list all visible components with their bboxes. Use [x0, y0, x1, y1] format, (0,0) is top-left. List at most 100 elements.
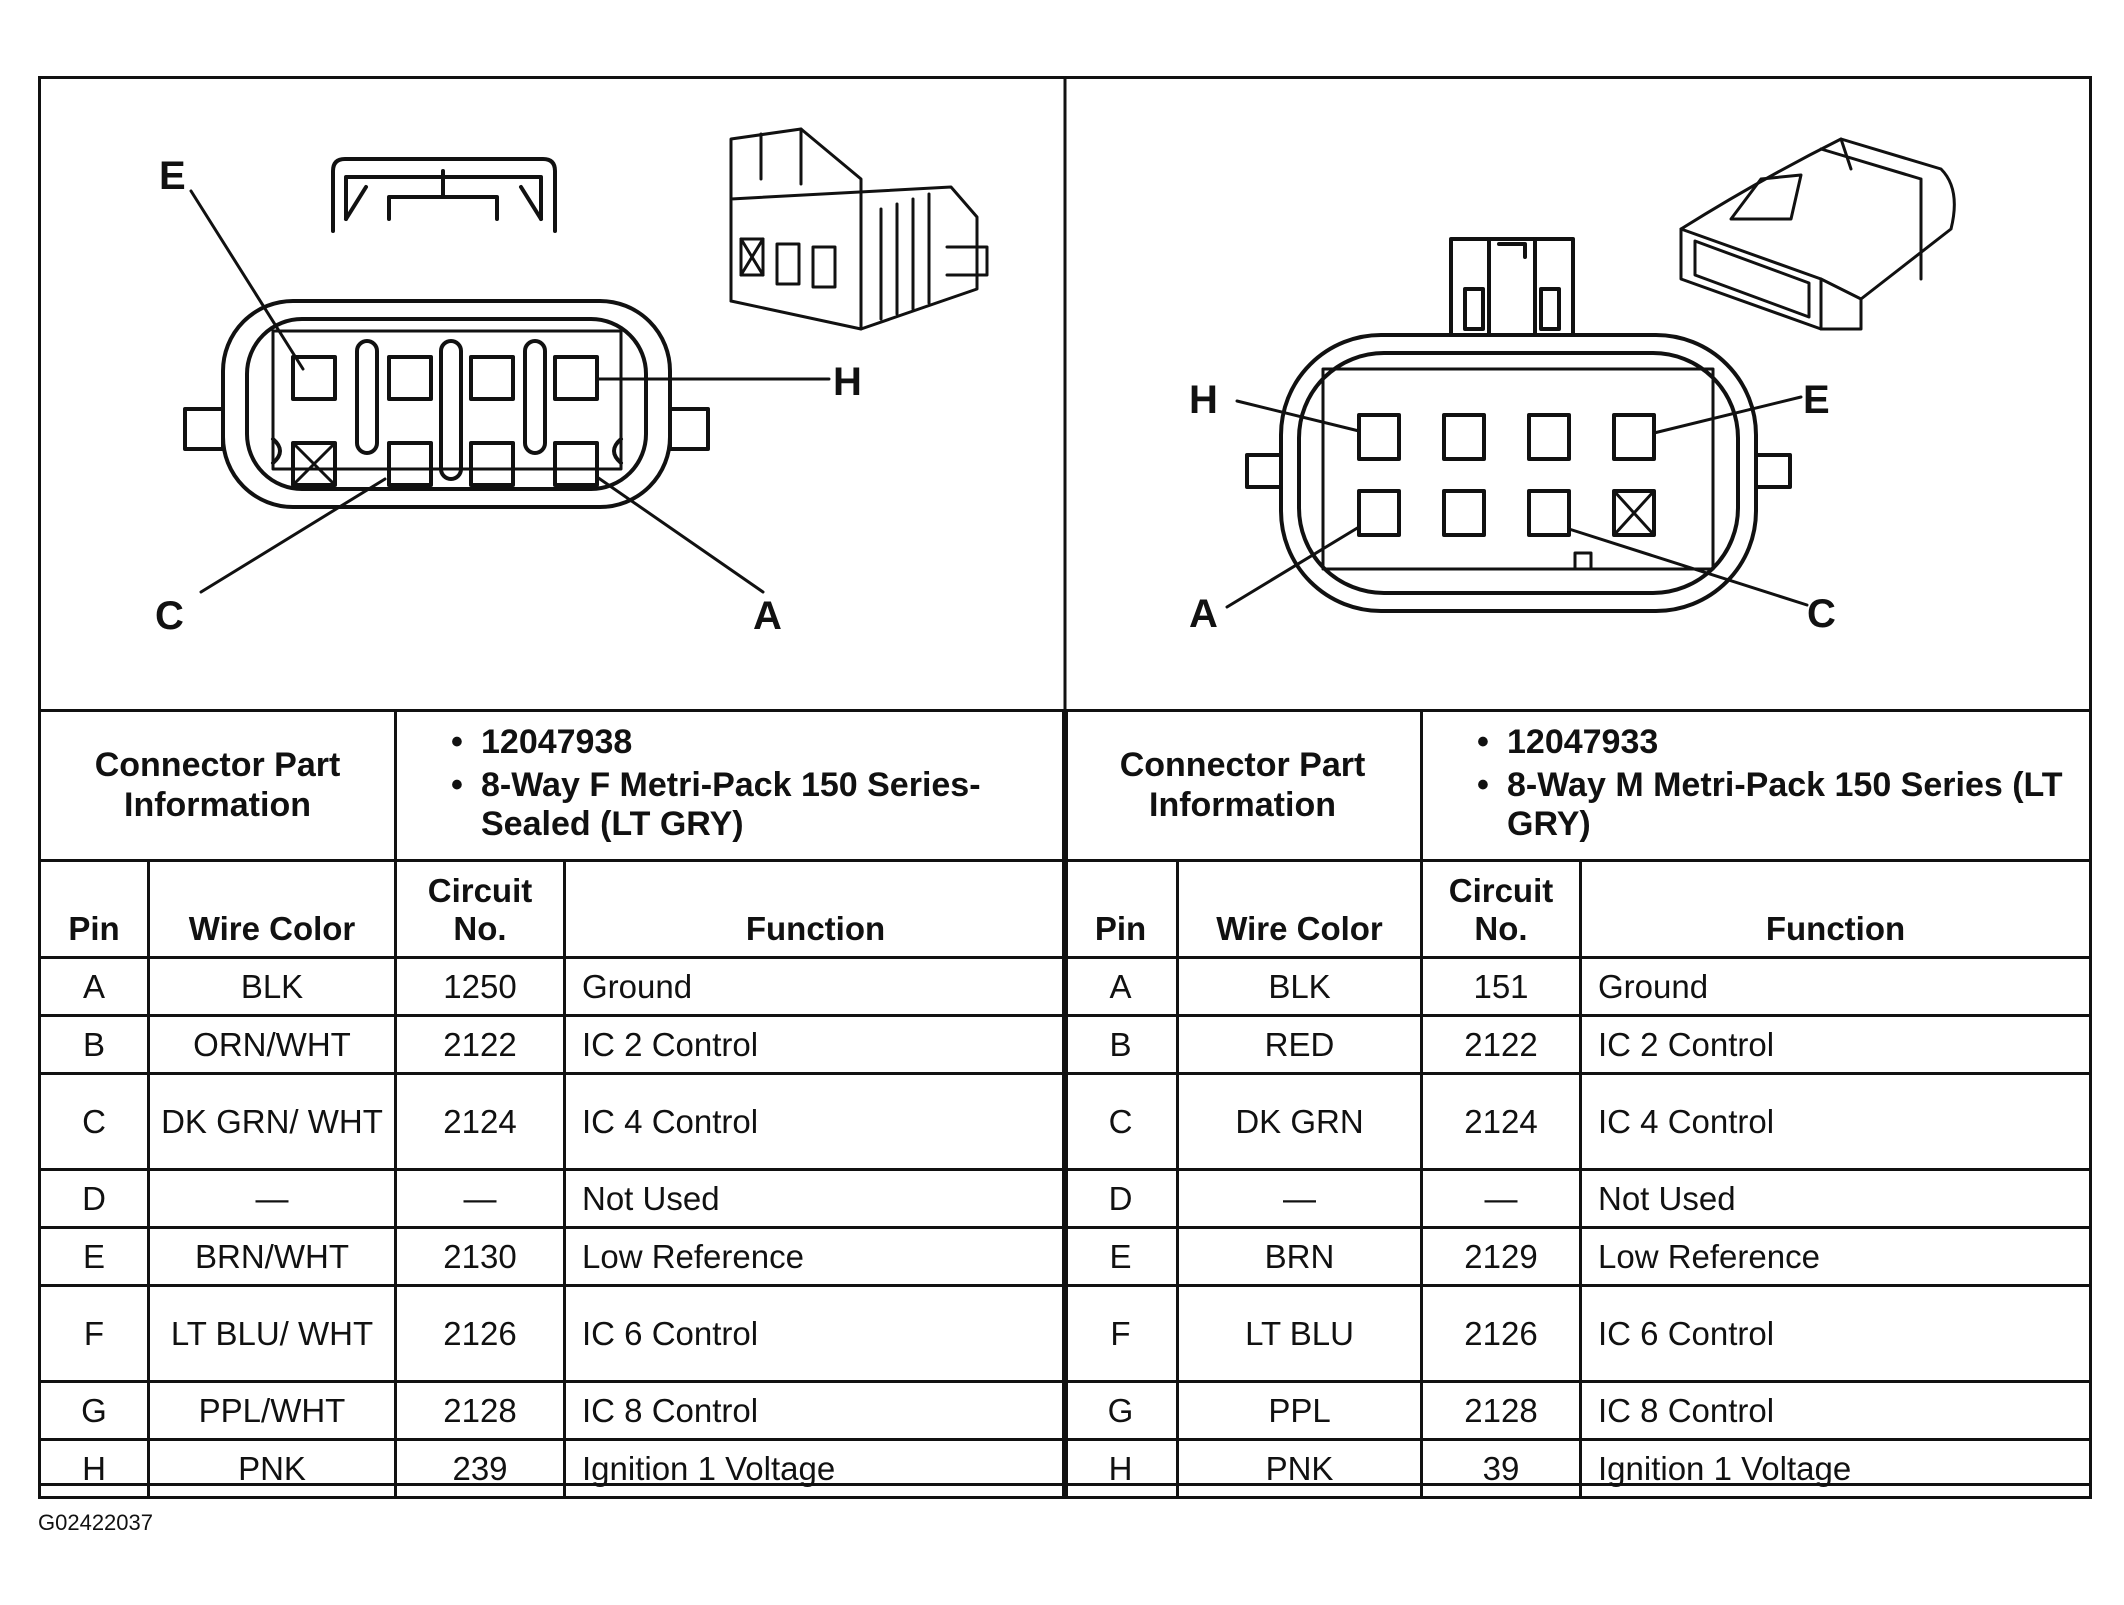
circuit-cell: 1250 — [394, 956, 566, 1017]
table-row: A BLK 151 Ground — [1062, 956, 2093, 1017]
part-info-label: Connector Part Information — [1062, 709, 1423, 862]
circuit-cell: 2126 — [1420, 1284, 1582, 1383]
male-connector-table: Connector Part Information 12047933 8-Wa… — [1062, 709, 2093, 1499]
pin-cell: A — [38, 956, 150, 1017]
pin-cell: H — [38, 1438, 150, 1499]
part-number: 12047933 — [1477, 723, 2079, 762]
function-cell: Not Used — [563, 1168, 1068, 1229]
table-row: C DK GRN 2124 IC 4 Control — [1062, 1072, 2093, 1171]
function-cell: IC 2 Control — [1578, 1014, 2093, 1075]
circuit-cell: 2122 — [1420, 1014, 1582, 1075]
function-cell: Ignition 1 Voltage — [1578, 1438, 2093, 1499]
wire-cell: RED — [1176, 1014, 1423, 1075]
female-connector-icon — [729, 127, 989, 331]
col-function: Function — [563, 859, 1068, 959]
function-cell: Ground — [1578, 956, 2093, 1017]
wire-cell: PPL — [1176, 1380, 1423, 1441]
part-info: 12047933 8-Way M Metri-Pack 150 Series (… — [1419, 709, 2093, 862]
wire-cell: BRN — [1176, 1226, 1423, 1287]
function-cell: IC 6 Control — [563, 1284, 1068, 1383]
part-info-label: Connector Part Information — [38, 709, 397, 862]
pin-cell: D — [38, 1168, 150, 1229]
circuit-cell: 2129 — [1420, 1226, 1582, 1287]
function-cell: Low Reference — [1578, 1226, 2093, 1287]
label-a: A — [1189, 592, 1218, 636]
label-c: C — [1807, 592, 1836, 636]
table-row: G PPL/WHT 2128 IC 8 Control — [38, 1380, 1068, 1441]
function-cell: Ground — [563, 956, 1068, 1017]
wire-cell: DK GRN — [1176, 1072, 1423, 1171]
wire-cell: LT BLU — [1176, 1284, 1423, 1383]
table-row: D — — Not Used — [38, 1168, 1068, 1229]
pin-cell: G — [38, 1380, 150, 1441]
circuit-cell: 2124 — [394, 1072, 566, 1171]
wire-cell: PNK — [1176, 1438, 1423, 1499]
circuit-cell: 151 — [1420, 956, 1582, 1017]
circuit-cell: 239 — [394, 1438, 566, 1499]
pin-cell: C — [1062, 1072, 1179, 1171]
col-pin: Pin — [38, 859, 150, 959]
circuit-cell: 2122 — [394, 1014, 566, 1075]
male-connector-icon — [1679, 137, 1956, 331]
female-connector-table: Connector Part Information 12047938 8-Wa… — [38, 709, 1068, 1499]
label-h: H — [833, 360, 862, 404]
function-cell: Low Reference — [563, 1226, 1068, 1287]
female-connector-face — [183, 157, 831, 594]
function-cell: IC 4 Control — [1578, 1072, 2093, 1171]
function-cell: IC 8 Control — [1578, 1380, 2093, 1441]
label-h: H — [1189, 378, 1218, 422]
table-row: D — — Not Used — [1062, 1168, 2093, 1229]
pin-cell: A — [1062, 956, 1179, 1017]
circuit-cell: 2130 — [394, 1226, 566, 1287]
male-connector-face — [1225, 237, 1809, 613]
table-row: H PNK 39 Ignition 1 Voltage — [1062, 1438, 2093, 1499]
table-row: E BRN 2129 Low Reference — [1062, 1226, 2093, 1287]
col-wire-color: Wire Color — [147, 859, 397, 959]
wire-cell: DK GRN/ WHT — [147, 1072, 397, 1171]
function-cell: IC 6 Control — [1578, 1284, 2093, 1383]
part-description: 8-Way M Metri-Pack 150 Series (LT GRY) — [1477, 766, 2079, 844]
circuit-cell: 2128 — [394, 1380, 566, 1441]
circuit-cell: 39 — [1420, 1438, 1582, 1499]
circuit-cell: — — [394, 1168, 566, 1229]
pin-cell: H — [1062, 1438, 1179, 1499]
connector-frame: E H C A H E A C Connector Part Informati… — [38, 76, 2093, 1499]
pin-cell: G — [1062, 1380, 1179, 1441]
label-e: E — [159, 154, 186, 198]
table-row: B ORN/WHT 2122 IC 2 Control — [38, 1014, 1068, 1075]
wire-cell: ORN/WHT — [147, 1014, 397, 1075]
wire-cell: BLK — [1176, 956, 1423, 1017]
col-function: Function — [1578, 859, 2093, 959]
pin-cell: E — [38, 1226, 150, 1287]
wire-cell: PNK — [147, 1438, 397, 1499]
connector-diagrams: E H C A H E A C — [155, 79, 1956, 709]
table-row: E BRN/WHT 2130 Low Reference — [38, 1226, 1068, 1287]
pin-cell: F — [38, 1284, 150, 1383]
col-pin: Pin — [1062, 859, 1179, 959]
figure-id: G02422037 — [38, 1510, 153, 1535]
label-e: E — [1803, 378, 1830, 422]
function-cell: IC 4 Control — [563, 1072, 1068, 1171]
pin-cell: E — [1062, 1226, 1179, 1287]
circuit-cell: 2128 — [1420, 1380, 1582, 1441]
function-cell: IC 2 Control — [563, 1014, 1068, 1075]
table-row: G PPL 2128 IC 8 Control — [1062, 1380, 2093, 1441]
function-cell: Ignition 1 Voltage — [563, 1438, 1068, 1499]
table-row: A BLK 1250 Ground — [38, 956, 1068, 1017]
label-a: A — [753, 594, 782, 638]
label-c: C — [155, 594, 184, 638]
wire-cell: BLK — [147, 956, 397, 1017]
wire-cell: — — [1176, 1168, 1423, 1229]
wire-cell: PPL/WHT — [147, 1380, 397, 1441]
wire-cell: BRN/WHT — [147, 1226, 397, 1287]
pin-cell: F — [1062, 1284, 1179, 1383]
pin-cell: C — [38, 1072, 150, 1171]
col-circuit: Circuit No. — [394, 859, 566, 959]
pin-labels: E H C A H E A C — [155, 154, 1836, 638]
col-wire-color: Wire Color — [1176, 859, 1423, 959]
table-row: F LT BLU/ WHT 2126 IC 6 Control — [38, 1284, 1068, 1383]
pin-cell: D — [1062, 1168, 1179, 1229]
table-row: F LT BLU 2126 IC 6 Control — [1062, 1284, 2093, 1383]
wire-cell: — — [147, 1168, 397, 1229]
part-info: 12047938 8-Way F Metri-Pack 150 Series-S… — [394, 709, 1068, 862]
